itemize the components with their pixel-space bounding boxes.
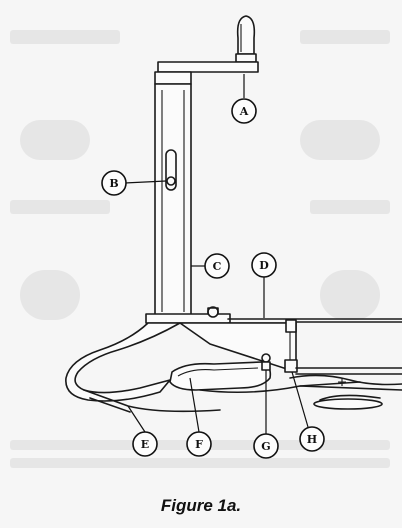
callout-a-label: A	[239, 105, 249, 118]
jack-tube	[154, 83, 192, 317]
leader-lines	[124, 74, 309, 434]
callout-h-label: H	[307, 433, 317, 446]
jack-diagram: A B C D E F G H	[10, 15, 402, 468]
leader-b	[124, 180, 167, 184]
callout-d: D	[251, 252, 277, 278]
callout-f-label: F	[195, 438, 203, 451]
leader-e	[127, 405, 146, 433]
swivel-foot	[65, 322, 402, 413]
callout-b-label: B	[109, 177, 118, 190]
leader-f	[189, 377, 200, 433]
callout-h: H	[299, 426, 325, 452]
callout-g: G	[253, 433, 279, 459]
callout-e: E	[132, 431, 158, 457]
callout-g-label: G	[261, 440, 270, 453]
callout-c-label: C	[213, 260, 222, 273]
crank-handle	[154, 15, 259, 85]
callout-f: F	[186, 431, 212, 457]
callout-b: B	[101, 170, 127, 196]
callout-c: C	[204, 253, 230, 279]
figure-caption: Figure 1a.	[160, 496, 242, 515]
callout-e-label: E	[141, 438, 149, 451]
callout-a: A	[231, 98, 257, 124]
leader-h	[291, 371, 309, 428]
callout-d-label: D	[259, 259, 269, 272]
